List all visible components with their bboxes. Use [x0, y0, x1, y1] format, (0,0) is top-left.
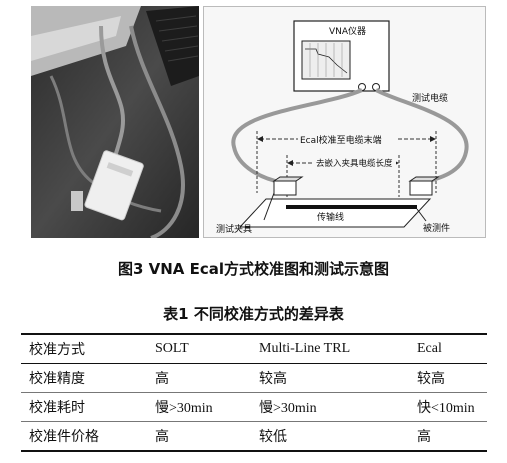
- header-cell: Multi-Line TRL: [251, 333, 409, 364]
- test-cable-label: 测试电缆: [412, 92, 448, 104]
- dut-label: 被测件: [423, 222, 450, 234]
- transmission-line-label: 传输线: [317, 211, 344, 223]
- table-row: 校准精度 高 较高 较高: [21, 363, 487, 393]
- table-row: 校准耗时 慢>30min 慢>30min 快<10min: [21, 392, 487, 422]
- table-cell: 慢>30min: [251, 392, 409, 422]
- vna-label: VNA仪器: [329, 26, 366, 37]
- figure-caption: 图3 VNA Ecal方式校准图和测试示意图: [117, 260, 390, 278]
- photo-calibration-setup: [31, 6, 199, 238]
- fixture-left: [273, 180, 297, 196]
- table-cell: 快<10min: [409, 392, 487, 422]
- table-cell: 较低: [251, 421, 409, 452]
- diagram-illustration: VNA仪器 测试电缆 Ecal校准至电缆末端 去嵌入夹具电缆长度: [216, 20, 469, 235]
- header-cell: Ecal: [409, 333, 487, 364]
- ecal-span-label: Ecal校准至电缆末端: [300, 134, 382, 146]
- table-cell: 高: [147, 363, 251, 393]
- table-cell: 校准件价格: [21, 421, 147, 452]
- test-cable-left: [231, 88, 363, 185]
- table-caption: 表1 不同校准方式的差异表: [163, 305, 344, 323]
- table-cell: 较高: [409, 363, 487, 393]
- test-setup-diagram: VNA仪器 测试电缆 Ecal校准至电缆末端 去嵌入夹具电缆长度: [203, 6, 486, 238]
- table-cell: 较高: [251, 363, 409, 393]
- header-cell: 校准方式: [21, 333, 147, 364]
- header-cell: SOLT: [147, 333, 251, 364]
- table-header-row: 校准方式 SOLT Multi-Line TRL Ecal: [21, 333, 487, 364]
- table-cell: 高: [147, 421, 251, 452]
- table-cell: 校准精度: [21, 363, 147, 393]
- test-cable-right: [375, 88, 469, 185]
- table-cell: 高: [409, 421, 487, 452]
- calibration-comparison-table: 校准方式 SOLT Multi-Line TRL Ecal 校准精度 高 较高 …: [21, 333, 487, 452]
- deembed-label: 去嵌入夹具电缆长度: [316, 158, 393, 169]
- fixture-label: 测试夹具: [216, 223, 252, 235]
- table-cell: 校准耗时: [21, 392, 147, 422]
- fixture-right: [409, 180, 433, 196]
- table-row: 校准件价格 高 较低 高: [21, 421, 487, 452]
- table-cell: 慢>30min: [147, 392, 251, 422]
- photo-illustration: [31, 6, 199, 238]
